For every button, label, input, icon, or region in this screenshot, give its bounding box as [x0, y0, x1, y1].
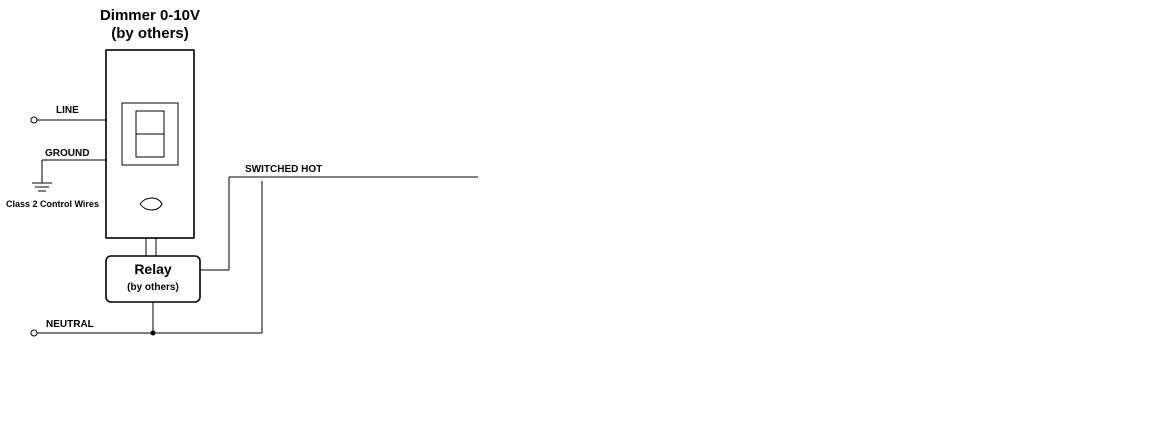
dimmer-box: [105, 49, 195, 239]
ground-label-left: GROUND: [45, 148, 89, 159]
dimmer-title: Dimmer 0-10V: [100, 7, 200, 24]
dimmer-faceplate: [121, 102, 179, 166]
line-terminal: [30, 116, 38, 124]
relay-subtitle: (by others): [127, 282, 179, 293]
neutral-terminal: [30, 329, 38, 337]
dimmer-subtitle: (by others): [111, 25, 189, 42]
switched-hot-label: SWITCHED HOT: [245, 164, 322, 175]
class2-bundle-loop: [139, 197, 163, 211]
relay-title: Relay: [134, 261, 172, 277]
neutral-label-left: NEUTRAL: [46, 319, 94, 330]
line-label: LINE: [56, 105, 79, 116]
class2-label: Class 2 Control Wires: [6, 199, 99, 209]
